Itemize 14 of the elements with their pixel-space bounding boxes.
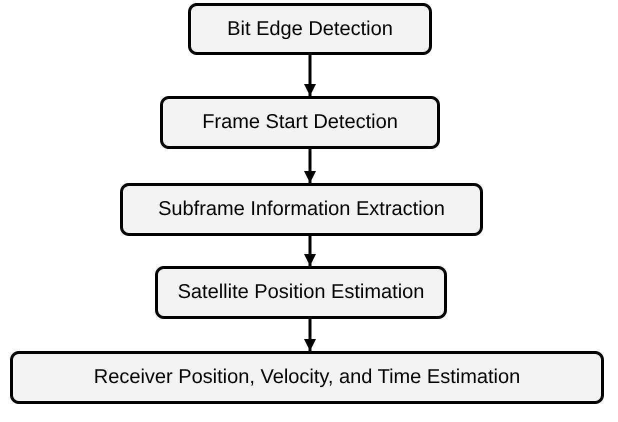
arrow	[304, 55, 316, 96]
process-box	[155, 266, 447, 319]
arrow	[304, 236, 316, 266]
process-box	[10, 351, 604, 404]
box-label: Satellite Position Estimation	[178, 281, 424, 304]
process-box	[188, 3, 432, 55]
box-label: Frame Start Detection	[202, 111, 398, 134]
process-box	[120, 183, 483, 236]
arrow	[304, 319, 316, 351]
box-label: Receiver Position, Velocity, and Time Estimation	[94, 366, 520, 389]
box-label: Bit Edge Detection	[227, 18, 393, 40]
arrow	[304, 149, 316, 183]
process-box	[160, 96, 440, 149]
box-label: Subframe Information Extraction	[158, 198, 445, 221]
